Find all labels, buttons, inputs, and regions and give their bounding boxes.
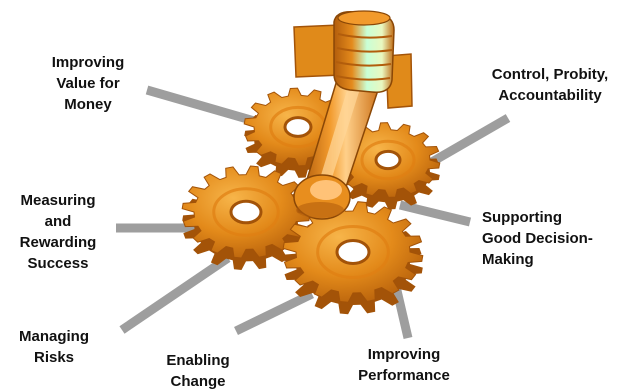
label-line: Risks bbox=[33, 349, 75, 366]
label-line: Measuring bbox=[20, 192, 96, 209]
label-change: Enabling Change bbox=[148, 350, 248, 389]
label-line: Performance bbox=[358, 367, 450, 384]
label-value-for-money: Improving Value for Money bbox=[38, 52, 138, 115]
label-line: Money bbox=[64, 96, 112, 113]
label-line: Change bbox=[170, 373, 226, 389]
label-line: Improving bbox=[51, 54, 125, 71]
gear-hole bbox=[229, 199, 263, 225]
spoke-decision-making bbox=[398, 200, 472, 227]
spokes bbox=[116, 85, 511, 340]
label-line: Managing bbox=[19, 328, 89, 345]
gear-ring bbox=[360, 139, 416, 181]
label-line: Accountability bbox=[498, 87, 602, 104]
wrench-handle-icon bbox=[293, 10, 395, 220]
gear-ring bbox=[316, 225, 390, 279]
label-control: Control, Probity, Accountability bbox=[470, 64, 629, 106]
label-line: Control, Probity, bbox=[491, 66, 609, 83]
gear-right bbox=[335, 122, 441, 210]
label-decision-making: Supporting Good Decision- Making bbox=[482, 207, 617, 270]
gear-hole bbox=[335, 238, 371, 266]
label-line: Rewarding bbox=[19, 234, 97, 251]
label-line: Supporting bbox=[482, 209, 562, 226]
label-performance: Improving Performance bbox=[344, 344, 464, 386]
label-line: Good Decision- bbox=[482, 230, 593, 247]
spoke-value-for-money bbox=[145, 85, 260, 127]
gear-ring bbox=[212, 187, 280, 237]
label-line: Enabling bbox=[166, 352, 230, 369]
label-line: Making bbox=[482, 251, 534, 268]
gear-hole bbox=[283, 116, 313, 138]
label-line: Success bbox=[27, 255, 89, 272]
gear-left bbox=[181, 165, 311, 270]
label-line: Value for bbox=[56, 75, 120, 92]
label-line: and bbox=[44, 213, 72, 230]
gear-bottom bbox=[282, 201, 424, 315]
label-line: Improving bbox=[367, 346, 441, 363]
spoke-change bbox=[234, 289, 314, 336]
label-measuring: Measuring and Rewarding Success bbox=[4, 190, 112, 274]
spoke-risks bbox=[119, 254, 231, 334]
gear-hole bbox=[374, 149, 402, 171]
label-risks: Managing Risks bbox=[8, 326, 100, 368]
